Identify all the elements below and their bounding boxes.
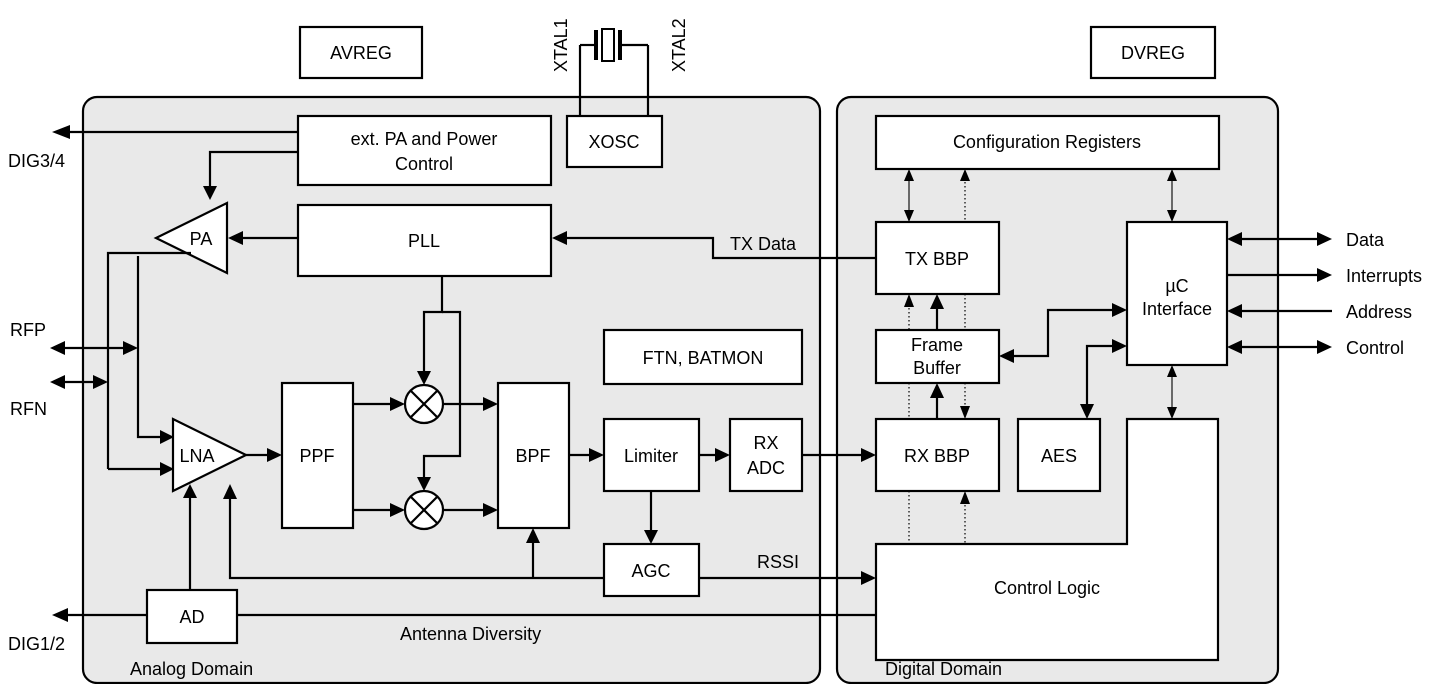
pa-control-wire: [208, 150, 298, 188]
pll-block: [296, 203, 553, 278]
data-label: Data: [1346, 230, 1385, 250]
lna-label: LNA: [179, 446, 214, 466]
analog-domain-panel: [81, 95, 822, 684]
ad-label: AD: [179, 607, 204, 627]
xosc-label: XOSC: [588, 132, 639, 152]
frame-buffer-block: [874, 328, 1001, 385]
bpf-label: BPF: [515, 446, 550, 466]
ftn-batmon-block: [602, 328, 804, 386]
dig12-label: DIG1/2: [8, 634, 65, 654]
agc-block: [602, 542, 701, 598]
uc-interface-block: [1125, 220, 1229, 367]
address-label: Address: [1346, 302, 1412, 322]
limiter-block: [602, 417, 701, 493]
interrupts-label: Interrupts: [1346, 266, 1422, 286]
frame-buffer-label-line1: Frame: [911, 335, 963, 355]
pa-label: PA: [190, 229, 213, 249]
rx-bbp-label: RX BBP: [904, 446, 970, 466]
frame-buffer-label-line2: Buffer: [913, 358, 961, 378]
avreg-block: [298, 25, 424, 80]
config-registers-label: Configuration Registers: [953, 132, 1141, 152]
rfp-label: RFP: [10, 320, 46, 340]
rssi-label: RSSI: [757, 552, 799, 572]
tx-data-label: TX Data: [730, 234, 797, 254]
tx-bbp-label: TX BBP: [905, 249, 969, 269]
ppf-label: PPF: [299, 446, 334, 466]
rx-adc-block: [728, 417, 804, 493]
config-registers-block: [874, 114, 1221, 171]
ad-block: [145, 588, 239, 645]
ext-pa-power-control-block: [296, 114, 553, 187]
avreg-label: AVREG: [330, 43, 392, 63]
uc-interface-label-line2: Interface: [1142, 299, 1212, 319]
xtal1-label: XTAL1: [551, 18, 571, 72]
aes-block: [1016, 417, 1102, 493]
dvreg-block: [1089, 25, 1217, 80]
control-logic-block: [874, 417, 1220, 662]
dvreg-label: DVREG: [1121, 43, 1185, 63]
limiter-label: Limiter: [624, 446, 678, 466]
ext-pa-label-line1: ext. PA and Power: [351, 129, 498, 149]
aes-label: AES: [1041, 446, 1077, 466]
bpf-block: [496, 381, 571, 530]
tx-data-wire: [566, 236, 876, 260]
xosc-block: [565, 114, 664, 169]
xtal2-label: XTAL2: [669, 18, 689, 72]
agc-label: AGC: [631, 561, 670, 581]
uc-interface-label-line1: µC: [1165, 276, 1188, 296]
dig34-label: DIG3/4: [8, 151, 65, 171]
digital-domain-label: Digital Domain: [885, 659, 1002, 679]
ppf-block: [280, 381, 355, 530]
mixer-i-icon: [403, 383, 445, 425]
lna-amplifier: [171, 417, 249, 493]
ftn-batmon-label: FTN, BATMON: [643, 348, 764, 368]
tx-bbp-block: [874, 220, 1001, 296]
pll-label: PLL: [408, 231, 440, 251]
control-logic-label: Control Logic: [994, 578, 1100, 598]
analog-domain-label: Analog Domain: [130, 659, 253, 679]
control-label: Control: [1346, 338, 1404, 358]
rx-adc-label-line2: ADC: [747, 458, 785, 478]
ext-pa-label-line2: Control: [395, 154, 453, 174]
antenna-diversity-label: Antenna Diversity: [400, 624, 541, 644]
pa-amplifier: [153, 201, 229, 275]
crystal-icon: [578, 28, 650, 116]
rx-bbp-block: [874, 417, 1001, 493]
dig34-arrow: [52, 125, 70, 139]
rfn-label: RFN: [10, 399, 47, 419]
mixer-q-icon: [403, 489, 445, 531]
rx-adc-label-line1: RX: [753, 433, 778, 453]
